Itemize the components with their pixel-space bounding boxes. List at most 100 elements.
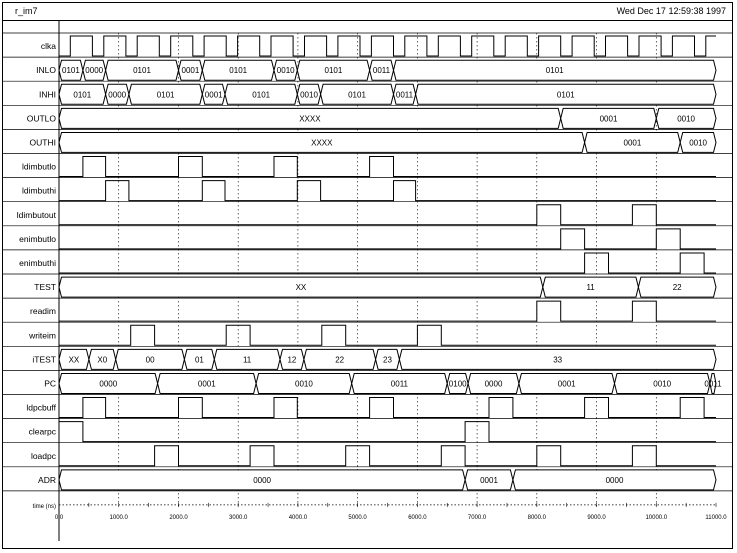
bus-value: XX	[69, 355, 80, 364]
signal-name-inhi[interactable]: INHI	[39, 89, 56, 99]
time-axis-label: time (ns)	[33, 504, 56, 510]
bus-value: 0001	[198, 379, 216, 388]
signal-name-enimbutlo[interactable]: enimbutlo	[19, 234, 56, 244]
bus-value: 0001	[205, 90, 223, 99]
bus-segment	[709, 373, 717, 394]
waveform-ldimbuthi	[59, 180, 716, 202]
waveform-enimbuthi	[59, 252, 716, 274]
bus-value: 11	[586, 283, 595, 292]
bus-value: 0101	[62, 66, 80, 75]
signal-name-clearpc[interactable]: clearpc	[29, 427, 57, 437]
bus-value: XX	[296, 283, 307, 292]
signal-name-clka[interactable]: clka	[41, 41, 56, 51]
bus-value: 0101	[157, 90, 175, 99]
time-tick-label: 7000.0	[468, 515, 487, 521]
signal-name-itest[interactable]: iTEST	[32, 354, 56, 364]
signal-name-writeim[interactable]: writeim	[28, 330, 56, 340]
bus-value: 0010	[653, 379, 671, 388]
bus-value: 0000	[253, 476, 271, 485]
waveform-ldimbutlo	[59, 156, 716, 178]
signal-name-enimbuthi[interactable]: enimbuthi	[19, 258, 56, 268]
bus-value: 0010	[689, 138, 707, 147]
bus-value: 12	[287, 355, 296, 364]
bus-segment	[655, 107, 717, 129]
bus-value: 00	[146, 355, 155, 364]
waveform-enimbutlo	[59, 228, 716, 250]
bus-value: 22	[673, 283, 682, 292]
waveform-ldpcbuff	[59, 397, 716, 419]
bus-value: 0000	[606, 476, 624, 485]
bus-value: 0010	[277, 66, 295, 75]
bus-value: 0101	[252, 90, 270, 99]
bus-value: 0100	[449, 379, 467, 388]
time-tick-label: 4000.0	[289, 515, 308, 521]
bus-value: 0101	[348, 90, 366, 99]
signal-name-readim[interactable]: readim	[30, 306, 56, 316]
time-tick-label: 1000.0	[110, 515, 129, 521]
waveform-clka	[59, 35, 716, 57]
bus-value: 0010	[295, 379, 313, 388]
bus-value: 0000	[485, 379, 503, 388]
bus-value: 0000	[99, 379, 117, 388]
signal-name-ldimbutout[interactable]: ldimbutout	[17, 210, 57, 220]
waveform-loadpc	[59, 445, 716, 467]
title-bar: r_im7 Wed Dec 17 12:59:38 1997	[3, 3, 732, 21]
time-tick-label: 11000.0	[705, 515, 727, 521]
time-tick-label: 8000.0	[528, 515, 547, 521]
signal-name-test[interactable]: TEST	[34, 282, 56, 292]
bus-value: 0001	[624, 138, 642, 147]
time-tick-label: 0.0	[55, 515, 64, 521]
time-tick-label: 5000.0	[348, 515, 367, 521]
bus-segment	[679, 132, 717, 153]
bus-value: 0101	[73, 90, 91, 99]
window-title: r_im7	[15, 6, 38, 16]
bus-segment	[398, 348, 717, 370]
bus-value: X0	[97, 355, 107, 364]
waveform-readim	[59, 300, 716, 322]
signal-name-adr[interactable]: ADR	[38, 475, 56, 485]
bus-value: 0101	[229, 66, 247, 75]
bus-value: 0011	[396, 90, 414, 99]
signal-name-pc[interactable]: PC	[44, 378, 56, 388]
time-tick-label: 3000.0	[229, 515, 248, 521]
bus-value: 0000	[108, 90, 126, 99]
time-tick-label: 10000.0	[645, 515, 667, 521]
bus-value: 0001	[480, 476, 498, 485]
bus-value: 33	[553, 355, 562, 364]
time-tick-label: 9000.0	[587, 515, 606, 521]
bus-value: 0011	[373, 66, 391, 75]
signal-name-inlo[interactable]: INLO	[36, 65, 56, 75]
signal-name-outhi[interactable]: OUTHI	[30, 137, 56, 147]
bus-segment	[637, 276, 717, 298]
bus-value: 0101	[133, 66, 151, 75]
bus-value: 23	[383, 355, 392, 364]
bus-value: 01	[195, 355, 204, 364]
bus-segment	[415, 83, 717, 105]
bus-value: 0010	[300, 90, 318, 99]
bus-value: XXXX	[311, 138, 333, 147]
signal-name-loadpc[interactable]: loadpc	[31, 451, 57, 461]
signal-name-outlo[interactable]: OUTLO	[27, 113, 57, 123]
bus-value: 0001	[182, 66, 200, 75]
waveform-writeim	[59, 324, 716, 346]
bus-value: 0001	[558, 379, 576, 388]
bus-value: 11	[243, 355, 252, 364]
bus-value: 0010	[677, 114, 695, 123]
signal-name-ldimbuthi[interactable]: ldimbuthi	[22, 186, 56, 196]
signal-name-ldimbutlo[interactable]: ldimbutlo	[22, 162, 56, 172]
waveform-ldimbutout	[59, 204, 716, 226]
signal-name-ldpcbuff[interactable]: ldpcbuff	[26, 403, 56, 413]
bus-value: 0011	[704, 379, 722, 388]
window-timestamp: Wed Dec 17 12:59:38 1997	[616, 6, 726, 16]
bus-value: XXXX	[299, 114, 321, 123]
bus-value: 0000	[85, 66, 103, 75]
time-tick-label: 6000.0	[408, 515, 427, 521]
time-tick-label: 2000.0	[169, 515, 188, 521]
bus-value: 22	[335, 355, 344, 364]
bus-value: 0011	[391, 379, 409, 388]
bus-value: 0101	[546, 66, 564, 75]
bus-segment	[392, 59, 717, 81]
bus-value: 0101	[325, 66, 343, 75]
